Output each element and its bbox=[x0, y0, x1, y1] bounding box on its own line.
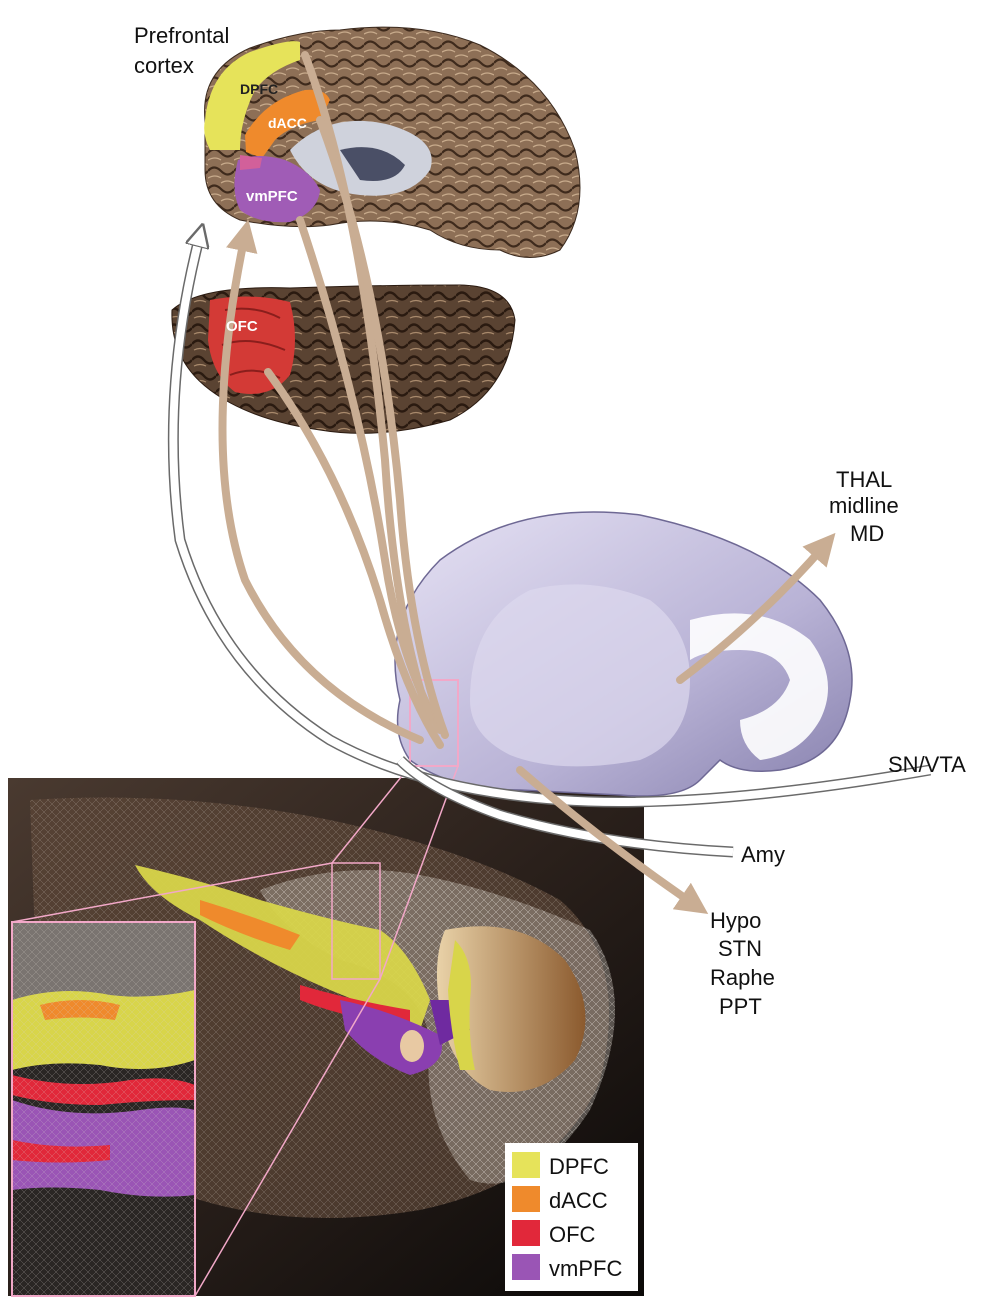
legend-item: OFC bbox=[512, 1220, 596, 1247]
amy-label: Amy bbox=[741, 842, 785, 867]
return-pathways bbox=[167, 235, 931, 858]
snvta-label: SN/VTA bbox=[888, 752, 966, 777]
thal-label: THAL bbox=[836, 467, 892, 492]
legend-item: vmPFC bbox=[512, 1254, 622, 1281]
legend-item: DPFC bbox=[512, 1152, 609, 1179]
cortex-label: cortex bbox=[134, 53, 194, 78]
vmpfc-region-label: vmPFC bbox=[246, 188, 298, 205]
striatum bbox=[331, 511, 853, 980]
legend-label: dACC bbox=[549, 1188, 608, 1213]
raphe-label: Raphe bbox=[710, 965, 775, 990]
legend-label: OFC bbox=[549, 1222, 596, 1247]
legend-item: dACC bbox=[512, 1186, 608, 1213]
zoom-inset bbox=[11, 862, 381, 1297]
ofc-region-label: OFC bbox=[226, 318, 258, 335]
dpfc-region-label: DPFC bbox=[240, 81, 278, 97]
stn-label: STN bbox=[718, 936, 762, 961]
ppt-label: PPT bbox=[719, 994, 762, 1019]
medial-cortex bbox=[204, 26, 581, 258]
legend-label: DPFC bbox=[549, 1154, 609, 1179]
projection-paths bbox=[218, 51, 836, 915]
midline-label: midline bbox=[829, 493, 899, 518]
prefrontal-label: Prefrontal bbox=[134, 23, 229, 48]
dacc-region-label: dACC bbox=[268, 115, 307, 131]
md-label: MD bbox=[850, 521, 884, 546]
legend-label: vmPFC bbox=[549, 1256, 622, 1281]
legend: DPFC dACC OFC vmPFC bbox=[505, 1143, 638, 1291]
hypo-label: Hypo bbox=[710, 908, 761, 933]
